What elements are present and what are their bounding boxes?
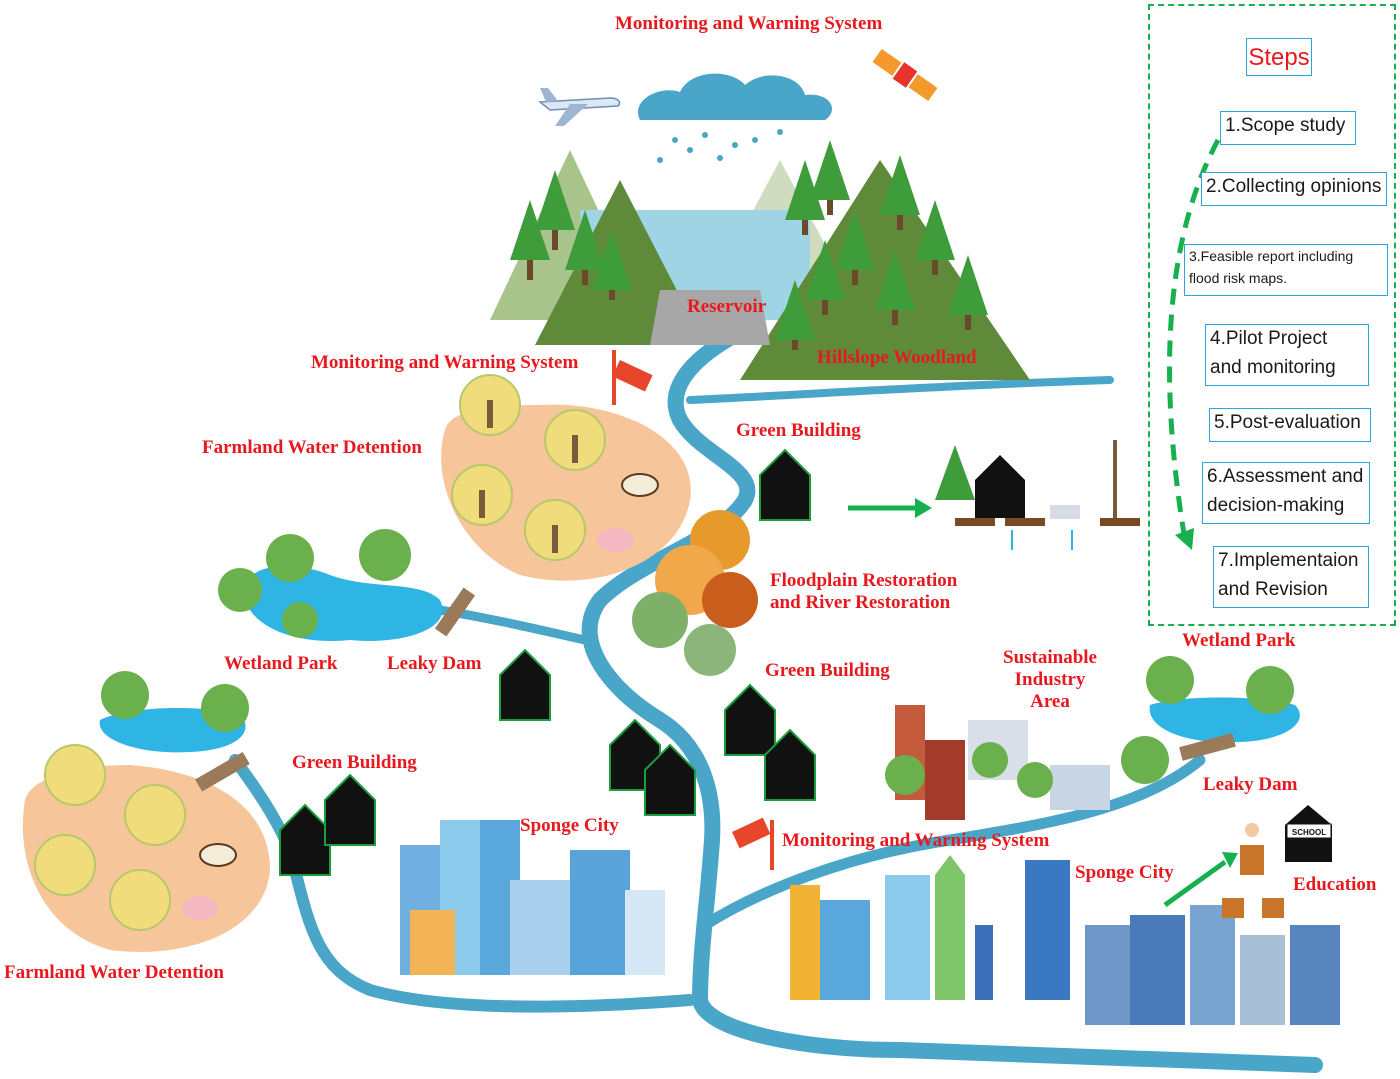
sponge-city-left	[400, 820, 665, 975]
steps-panel	[1148, 4, 1396, 626]
cow-icon	[621, 473, 659, 497]
pig-icon	[182, 896, 218, 920]
label-sponge-city-1: Sponge City	[520, 815, 619, 836]
cow-icon	[199, 843, 237, 867]
satellite-icon	[872, 48, 938, 102]
education-people	[1222, 823, 1284, 918]
cctv-camera-icon	[732, 817, 774, 870]
label-leaky-dam-1: Leaky Dam	[387, 653, 482, 674]
label-wetland-park-1: Wetland Park	[224, 653, 338, 674]
wetland-pond-lower-left	[99, 671, 249, 753]
label-farmland-detention-lower: Farmland Water Detention	[4, 962, 224, 983]
label-leaky-dam-2: Leaky Dam	[1203, 774, 1298, 795]
weather-cloud	[638, 73, 833, 163]
label-farmland-detention-upper: Farmland Water Detention	[202, 437, 422, 458]
label-education: Education	[1293, 874, 1377, 895]
label-monitoring-bottom: Monitoring and Warning System	[782, 830, 1050, 851]
label-green-building-2: Green Building	[765, 660, 890, 681]
label-monitoring-top: Monitoring and Warning System	[615, 13, 883, 34]
education-arrow	[1163, 852, 1238, 908]
pig-icon	[597, 528, 633, 552]
forest-trees	[510, 140, 988, 350]
step-4: 4.Pilot Project and monitoring	[1205, 324, 1369, 386]
sponge-city-right	[790, 855, 1340, 1025]
label-green-building-1: Green Building	[736, 420, 861, 441]
label-floodplain-restoration: Floodplain Restoration and River Restora…	[770, 570, 958, 613]
label-wetland-park-2: Wetland Park	[1182, 630, 1296, 651]
right-tributary	[699, 754, 1206, 931]
green-infra-example	[935, 440, 1140, 550]
step-1: 1.Scope study	[1220, 111, 1356, 145]
airplane-icon	[538, 88, 621, 126]
step-7: 7.Implementaion and Revision	[1213, 546, 1369, 608]
label-sponge-city-2: Sponge City	[1075, 862, 1174, 883]
step-3: 3.Feasible report including flood risk m…	[1184, 244, 1388, 296]
wetland-pond-right	[1146, 656, 1300, 743]
floodplain-trees	[632, 510, 758, 676]
main-river	[581, 327, 1323, 1073]
leaky-dam-log	[195, 587, 1236, 792]
green-building-icon	[279, 448, 816, 876]
school-icon: SCHOOL	[1285, 805, 1332, 862]
industry-area	[885, 705, 1169, 820]
label-sustainable-industry: Sustainable Industry Area	[1003, 647, 1097, 712]
step-2: 2.Collecting opinions	[1201, 172, 1387, 206]
wetland-pond-left	[218, 529, 443, 641]
label-monitoring-mid: Monitoring and Warning System	[311, 352, 579, 373]
label-hillslope-woodland: Hillslope Woodland	[817, 347, 977, 368]
step-5: 5.Post-evaluation	[1209, 408, 1371, 442]
step-6: 6.Assessment and decision-making	[1202, 462, 1370, 524]
steps-flow-arrow	[1167, 138, 1221, 550]
farmland-lower	[22, 744, 271, 952]
farmland-upper	[441, 374, 691, 581]
cctv-camera-icon	[612, 350, 653, 405]
steps-title: Steps	[1246, 38, 1312, 76]
label-reservoir: Reservoir	[687, 296, 767, 317]
school-sign: SCHOOL	[1292, 828, 1326, 837]
label-green-building-3: Green Building	[292, 752, 417, 773]
flow-arrow	[848, 498, 932, 518]
upper-tributary	[686, 376, 1114, 404]
